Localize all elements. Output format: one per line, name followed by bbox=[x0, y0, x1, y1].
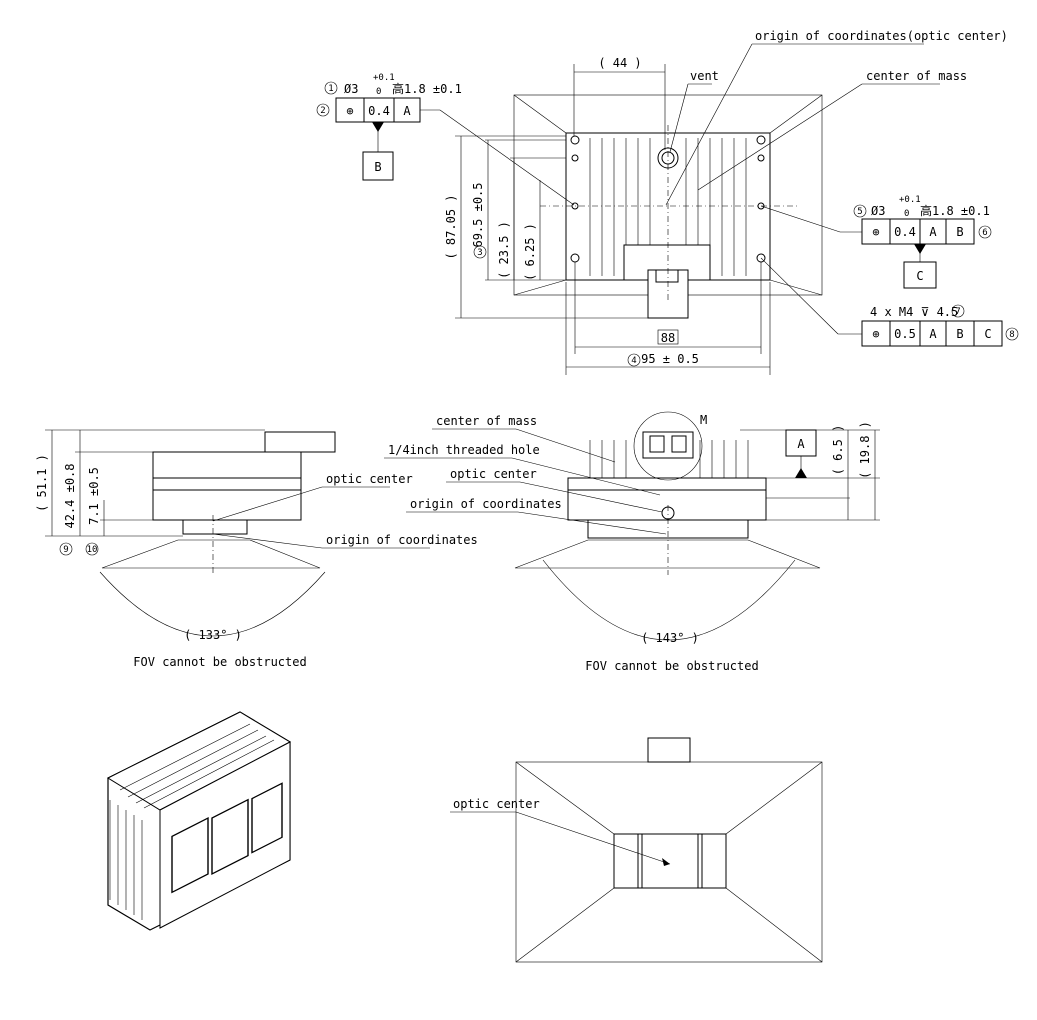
dim-69-5: 69.5 ±0.5 bbox=[471, 182, 485, 247]
svg-text:B: B bbox=[956, 225, 963, 239]
svg-text:⊕: ⊕ bbox=[346, 104, 353, 118]
side-view-left: ( 51.1 ) 42.4 ±0.8 7.1 ±0.5 9 10 optic c… bbox=[35, 429, 478, 669]
svg-text:A: A bbox=[929, 327, 937, 341]
connector-front bbox=[647, 737, 691, 763]
vent-label: vent bbox=[690, 69, 719, 83]
fov-arc-left bbox=[99, 571, 326, 637]
fov-arc-right bbox=[542, 559, 796, 641]
svg-text:0: 0 bbox=[904, 209, 909, 219]
svg-text:B: B bbox=[374, 160, 381, 174]
dim-23-5: ( 23.5 ) bbox=[497, 221, 511, 279]
svg-text:9: 9 bbox=[63, 545, 68, 555]
threaded-hole-label: 1/4inch threaded hole bbox=[388, 443, 540, 457]
svg-text:高1.8 ±0.1: 高1.8 ±0.1 bbox=[920, 203, 990, 218]
dim-51-1: ( 51.1 ) bbox=[35, 454, 49, 512]
com-label-side: center of mass bbox=[436, 414, 537, 428]
datum-a: A bbox=[797, 437, 805, 451]
optic-center-label-left: optic center bbox=[326, 472, 413, 486]
device-body-side-right bbox=[567, 477, 767, 521]
fov-frame-front bbox=[515, 761, 823, 963]
dim-42-4: 42.4 ±0.8 bbox=[63, 463, 77, 528]
side-view-right: M A ( 6.5 ) ( 19.8 ) center of mass 1/4i… bbox=[384, 411, 880, 673]
origin-label-right: origin of coordinates bbox=[410, 497, 562, 511]
svg-text:0: 0 bbox=[376, 87, 381, 97]
svg-text:1: 1 bbox=[328, 84, 333, 94]
dim-44: ( 44 ) bbox=[598, 56, 641, 70]
optic-center-label-front: optic center bbox=[453, 797, 540, 811]
svg-text:⊕: ⊕ bbox=[872, 225, 879, 239]
dim-7-1: 7.1 ±0.5 bbox=[87, 467, 101, 525]
note-7: 4 x M4 ⊽ 4.5 7 ⊕ 0.5 A B C 8 bbox=[760, 257, 1019, 347]
svg-text:高1.8 ±0.1: 高1.8 ±0.1 bbox=[392, 81, 462, 96]
dim-87-05: ( 87.05 ) bbox=[444, 194, 458, 259]
angle-133: ( 133° ) bbox=[184, 628, 242, 642]
dim-95: 95 ± 0.5 bbox=[641, 352, 699, 366]
svg-text:6: 6 bbox=[982, 228, 987, 238]
dim-19-8: ( 19.8 ) bbox=[858, 421, 872, 479]
isometric-view bbox=[106, 711, 292, 931]
svg-text:10: 10 bbox=[87, 545, 98, 555]
svg-text:0.5: 0.5 bbox=[894, 327, 916, 341]
svg-text:2: 2 bbox=[320, 106, 325, 116]
svg-text:A: A bbox=[929, 225, 937, 239]
svg-text:8: 8 bbox=[1009, 330, 1014, 340]
svg-text:+0.1: +0.1 bbox=[373, 73, 395, 83]
dim-6-25: ( 6.25 ) bbox=[523, 223, 537, 281]
top-view: ( 44 ) ( 87.05 ) 3 69.5 ±0.5 ( 23.5 ) ( … bbox=[316, 29, 1019, 375]
detail-label-m: M bbox=[700, 413, 707, 427]
note-5: 5 Ø3 +0.1 0 高1.8 ±0.1 ⊕ 0.4 A B 6 C bbox=[760, 195, 992, 289]
svg-text:4: 4 bbox=[631, 356, 636, 366]
fov-note-left: FOV cannot be obstructed bbox=[133, 655, 306, 669]
dim-6-5: ( 6.5 ) bbox=[831, 425, 845, 476]
svg-text:B: B bbox=[956, 327, 963, 341]
detail-circle-m bbox=[633, 411, 703, 481]
svg-text:⊕: ⊕ bbox=[872, 327, 879, 341]
angle-143: ( 143° ) bbox=[641, 631, 699, 645]
device-body-side bbox=[152, 451, 302, 521]
svg-text:C: C bbox=[984, 327, 991, 341]
origin-label-left: origin of coordinates bbox=[326, 533, 478, 547]
svg-text:Ø3: Ø3 bbox=[344, 82, 358, 96]
fov-note-right: FOV cannot be obstructed bbox=[585, 659, 758, 673]
lens-window bbox=[613, 833, 727, 889]
dim-88: 88 bbox=[661, 331, 675, 345]
svg-text:C: C bbox=[916, 269, 923, 283]
connector-side bbox=[264, 431, 336, 453]
svg-text:5: 5 bbox=[857, 207, 862, 217]
optic-center-label-right: optic center bbox=[450, 467, 537, 481]
svg-text:A: A bbox=[403, 104, 411, 118]
svg-text:0.4: 0.4 bbox=[368, 104, 390, 118]
origin-coords-label: origin of coordinates(optic center) bbox=[755, 29, 1008, 43]
svg-text:4 x M4 ⊽ 4.5: 4 x M4 ⊽ 4.5 bbox=[870, 305, 958, 319]
svg-text:Ø3: Ø3 bbox=[871, 204, 885, 218]
note-1: 1 Ø3 +0.1 0 高1.8 ±0.1 2 ⊕ 0.4 A B bbox=[316, 73, 575, 206]
svg-text:3: 3 bbox=[477, 248, 482, 258]
svg-text:7: 7 bbox=[955, 307, 960, 317]
front-view: optic center bbox=[450, 737, 823, 963]
svg-text:+0.1: +0.1 bbox=[899, 195, 921, 205]
svg-text:0.4: 0.4 bbox=[894, 225, 916, 239]
com-label-top: center of mass bbox=[866, 69, 967, 83]
